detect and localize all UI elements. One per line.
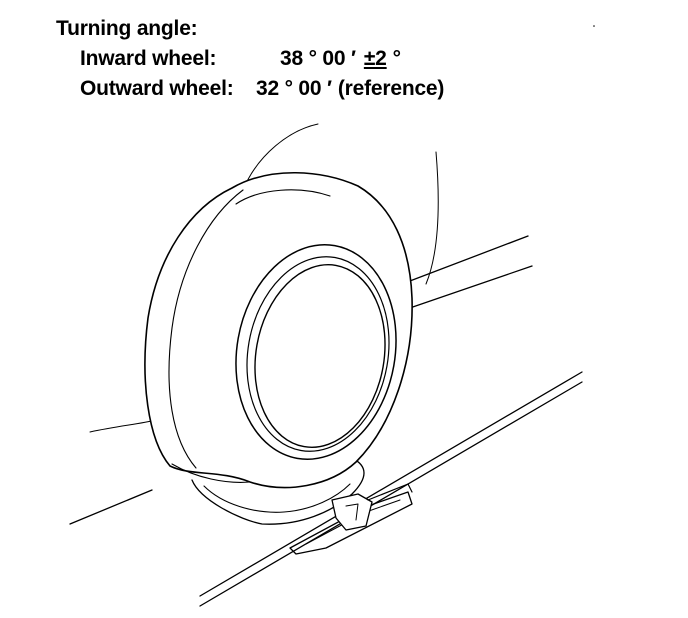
rim-outer-ring <box>219 232 412 472</box>
rim-inner-ring <box>241 254 399 457</box>
outward-wheel-note: (reference) <box>337 77 445 100</box>
floor-line-front <box>200 372 582 596</box>
gauge-pointer <box>332 494 372 530</box>
inward-wheel-row: Inward wheel: 38 ° 00 ′ ±2 ° <box>56 44 444 74</box>
turning-radius-gauge <box>192 458 412 554</box>
tyre-tread-edge <box>169 190 243 468</box>
rim-middle-ring <box>232 245 404 462</box>
tyre-shoulder-line <box>236 190 330 204</box>
body-front-line <box>90 420 156 432</box>
gauge-turntable <box>192 458 364 524</box>
scan-dot <box>593 25 595 27</box>
fender-arch-line <box>243 124 318 190</box>
wheel-rim <box>219 232 412 472</box>
outward-wheel-label: Outward wheel: <box>80 77 234 100</box>
body-sill-lower-line <box>404 266 532 310</box>
body-sill-upper-line <box>402 236 528 284</box>
tyre-contact-patch <box>172 464 250 482</box>
outward-wheel-angle: 32 ° 00 ′ <box>256 77 332 100</box>
inward-wheel-angle: 38 ° 00 ′ <box>280 47 356 70</box>
inward-wheel-tolerance: ±2 <box>363 47 387 70</box>
inward-wheel-tolerance-degree: ° <box>392 47 401 70</box>
floor-line-edge <box>200 382 582 606</box>
spec-title-row: Turning angle: <box>56 14 444 44</box>
outward-wheel-row: Outward wheel: 32 ° 00 ′ (reference) <box>56 74 444 104</box>
floor-line-back <box>70 490 152 524</box>
gauge-pointer-slot <box>346 504 358 520</box>
inward-wheel-label: Inward wheel: <box>80 47 217 70</box>
fender-rear-line <box>426 152 438 284</box>
gauge-scale-arm <box>368 484 412 500</box>
turning-angle-spec: Turning angle: Inward wheel: 38 ° 00 ′ ±… <box>56 14 444 104</box>
spec-title: Turning angle: <box>56 17 198 40</box>
gauge-turntable-inner <box>204 484 350 512</box>
